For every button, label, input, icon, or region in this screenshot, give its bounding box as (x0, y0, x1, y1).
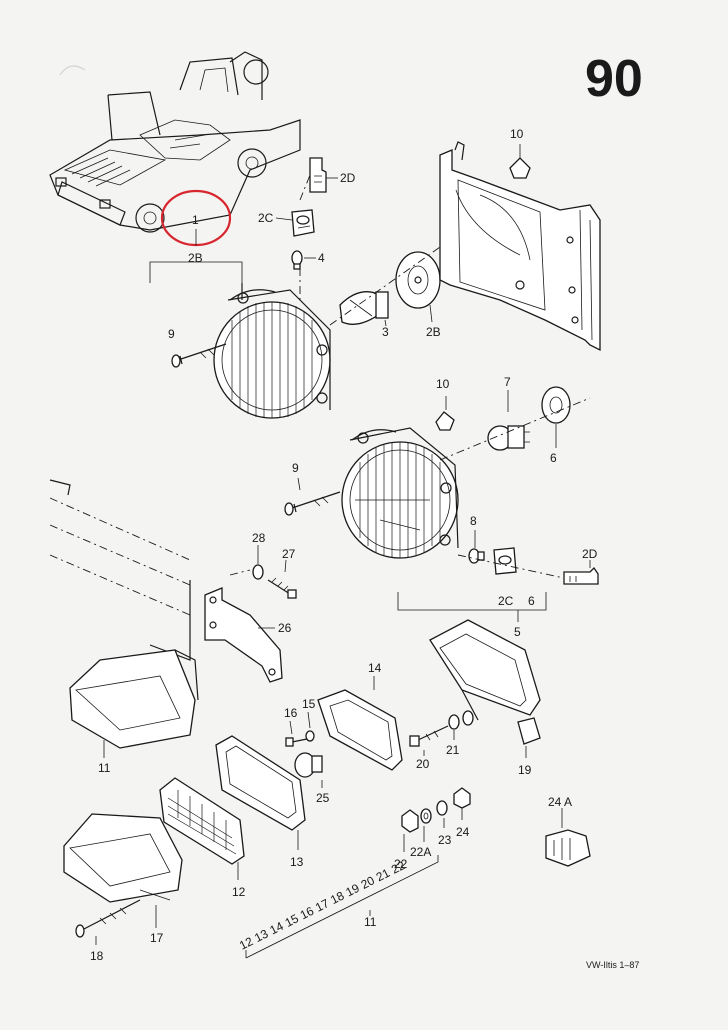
screw-9-middle (284, 491, 341, 516)
lens-12 (159, 777, 245, 865)
bracket-sequence-number: 19 (343, 881, 362, 900)
callout-5: 5 (514, 625, 521, 639)
washer-28 (252, 564, 264, 580)
lamp-11-left (69, 649, 199, 749)
bracket-sequence-number: 15 (283, 911, 302, 930)
bumper-beam (49, 479, 191, 661)
callout-16: 16 (284, 706, 298, 720)
bulb-4 (291, 250, 303, 270)
washer-15 (305, 730, 315, 742)
bracket-sequence-number: 18 (328, 888, 347, 907)
callout-25: 25 (316, 791, 330, 805)
callout-17: 17 (150, 931, 164, 945)
callout-15: 15 (302, 697, 316, 711)
bulb-holder-2C-top (291, 209, 315, 237)
mounting-bracket-upper (439, 141, 601, 352)
headlight-middle (341, 427, 459, 559)
callout-6-low: 6 (528, 594, 535, 608)
nut-24 (453, 787, 471, 809)
callout-12: 12 (232, 885, 246, 899)
bulb-8 (468, 548, 485, 564)
callout-18: 18 (90, 949, 104, 963)
callout-6-mid: 6 (550, 451, 557, 465)
page-number: 90 (585, 50, 643, 108)
callout-1: 1 (192, 213, 199, 227)
callout-2B-top: 2B (188, 251, 203, 265)
callout-2D-mid: 2D (582, 547, 598, 561)
grommet-19 (517, 717, 541, 745)
vehicle-illustration (49, 51, 301, 233)
callout-14: 14 (368, 661, 382, 675)
bulb-holder-2C-middle (493, 547, 517, 575)
callout-22A: 22A (410, 845, 431, 859)
rubber-cap-6-middle (541, 386, 571, 424)
screw-18 (75, 899, 141, 938)
callout-20: 20 (416, 757, 430, 771)
gasket-13 (215, 735, 306, 831)
bracket-sequence-number: 16 (298, 904, 317, 923)
bulb-3 (339, 291, 389, 325)
callout-13: 13 (290, 855, 304, 869)
nut-10-middle (435, 411, 455, 431)
bracket-sequence-number: 13 (252, 926, 271, 945)
callout-9-top: 9 (168, 327, 175, 341)
callout-21: 21 (446, 743, 460, 757)
screw-9-upper (171, 343, 227, 368)
bracket-sequence-number: 22 (389, 858, 408, 877)
support-bracket-26 (204, 587, 283, 683)
callout-10-top: 10 (510, 127, 524, 141)
callout-9-mid: 9 (292, 461, 299, 475)
bracket-sequence-number: 14 (267, 919, 286, 938)
bulb-25 (294, 752, 323, 778)
callout-10-mid: 10 (436, 377, 450, 391)
bulb-7 (487, 425, 530, 451)
callout-11-bottom: 11 (364, 915, 377, 929)
callout-28: 28 (252, 531, 266, 545)
callout-2B-mid: 2B (426, 325, 441, 339)
lamp-17 (63, 813, 183, 903)
bracket-sequence-number: 21 (374, 866, 393, 885)
footer-reference: VW-Iltis 1–87 (586, 960, 639, 970)
connector-2D-top (309, 157, 327, 193)
bracket-sequence-number: 20 (359, 873, 378, 892)
callout-2D-top: 2D (340, 171, 356, 185)
washer-21 (448, 710, 474, 730)
housing-14 (317, 689, 403, 771)
callout-8: 8 (470, 514, 477, 528)
rubber-cap-2B (395, 251, 441, 309)
callout-2C-top: 2C (258, 211, 274, 225)
callout-24A: 24 A (548, 795, 572, 809)
callout-22: 22 (394, 857, 408, 871)
bolt-20 (409, 725, 449, 747)
nut-10-top (509, 157, 531, 179)
callout-7: 7 (504, 375, 511, 389)
bracket-sequence-number: 12 (237, 934, 256, 953)
callout-23: 23 (438, 833, 452, 847)
washer-23 (436, 800, 448, 816)
nut-22 (401, 809, 419, 833)
connector-2D-middle (563, 566, 599, 585)
callout-4: 4 (318, 251, 325, 265)
callout-3: 3 (382, 325, 389, 339)
connector-24A (545, 829, 591, 867)
lamp-housing-5 (429, 619, 541, 721)
washer-22A (420, 808, 432, 824)
callout-11-left: 11 (98, 761, 111, 775)
callout-26: 26 (278, 621, 292, 635)
headlight-upper (213, 289, 331, 419)
callout-2C-mid: 2C (498, 594, 514, 608)
callout-27: 27 (282, 547, 296, 561)
callout-24: 24 (456, 825, 470, 839)
bracket-sequence-number: 17 (313, 896, 332, 915)
bolt-27 (267, 577, 297, 599)
callout-19: 19 (518, 763, 532, 777)
